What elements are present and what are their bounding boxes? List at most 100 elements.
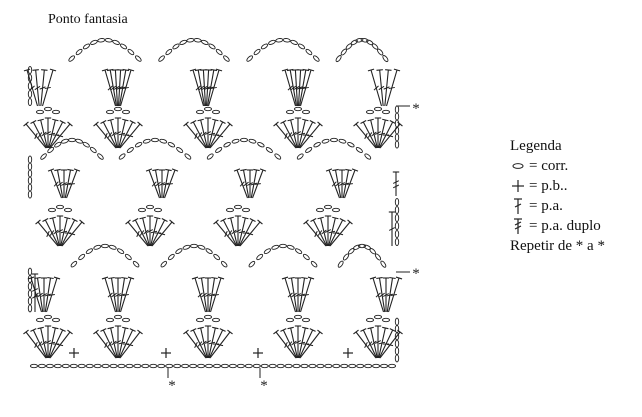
turning-chain: [394, 324, 400, 334]
stitch-top-bar: [49, 68, 57, 72]
chain-arch: [82, 43, 91, 50]
foundation-chain: [125, 363, 134, 369]
legend-item-treble-crochet: = p.a. duplo: [510, 216, 605, 236]
stitch-crossbar: [143, 229, 149, 235]
chain-arch: [90, 39, 98, 45]
fan-top-chain: [43, 106, 53, 112]
stitch-crossbar: [113, 86, 120, 90]
stitch-top-bar: [67, 121, 73, 127]
chain-arch: [182, 244, 191, 250]
stitch-top-bar: [273, 121, 279, 127]
legend-item-double-crochet: = p.a.: [510, 196, 605, 216]
chain-arch: [205, 248, 213, 255]
fan-top-chain: [35, 317, 45, 323]
fan-top-chain: [145, 204, 155, 210]
foundation-chain: [85, 363, 94, 369]
foundation-chain: [77, 363, 86, 369]
chain-arch: [176, 147, 184, 153]
stitch-top-bar: [23, 329, 29, 335]
chain-arch: [246, 55, 254, 62]
turning-chain: [27, 296, 33, 306]
stitch-crossbar: [34, 85, 41, 91]
legend-footer: Repetir de * a *: [510, 238, 605, 254]
legend-item-label: = p.a. duplo: [529, 218, 601, 234]
chain-arch: [165, 48, 173, 56]
chain-arch: [108, 244, 117, 250]
chain-arch: [193, 38, 202, 43]
stitch-crossbar: [33, 292, 39, 298]
chain-arch: [85, 248, 94, 255]
stitch-crossbar: [162, 182, 170, 186]
stitch-crossbar: [299, 86, 306, 90]
stitch-crossbar: [60, 182, 68, 186]
stitch-top-bar: [169, 219, 175, 225]
turning-chain: [394, 229, 400, 239]
stitch-crossbar: [306, 343, 314, 347]
stitch-crossbar: [324, 229, 332, 233]
chain-arch: [75, 48, 83, 56]
stitch-top-bar: [100, 328, 107, 332]
stitch-top-bar: [93, 121, 99, 127]
stitch-crossbar: [139, 230, 145, 236]
stitch-crossbar: [383, 86, 390, 90]
chain-arch: [142, 138, 151, 144]
turning-chain: [394, 339, 400, 348]
stitch-top-bar: [35, 219, 41, 225]
stitch-top-bar: [317, 329, 323, 335]
foundation-chain: [372, 363, 381, 369]
stitch-crossbar: [201, 86, 208, 90]
chain-arch: [253, 48, 261, 56]
chain-arch: [134, 55, 142, 62]
stitch-crossbar: [41, 131, 47, 137]
fan-top-chain: [195, 109, 205, 115]
stitch-top-bar: [122, 118, 129, 122]
stitch-top-bar: [389, 328, 396, 332]
stitch-crossbar: [34, 341, 38, 349]
stitch-top-bar: [325, 168, 333, 172]
stitch-top-bar: [127, 276, 135, 280]
chain-arch: [78, 253, 86, 261]
stitch-top-bar: [302, 68, 310, 72]
stitch-crossbar: [208, 341, 216, 345]
chain-arch: [208, 43, 216, 50]
stitch-top-bar: [287, 326, 294, 330]
legend-item-label: = p.a.: [529, 198, 563, 214]
stitch-top-bar: [108, 276, 115, 280]
foundation-chain: [117, 363, 126, 369]
chain-arch: [213, 253, 221, 261]
stitch-top-bar: [37, 326, 44, 330]
stitch-top-bar: [79, 219, 85, 225]
stitch-crossbar: [107, 341, 113, 347]
chain-arch: [263, 248, 272, 255]
stitch-top-bar: [309, 328, 316, 332]
stitch-top-bar: [132, 218, 139, 222]
chain-arch: [127, 48, 135, 56]
turning-chain: [27, 282, 33, 291]
stitch-top-bar: [211, 276, 218, 280]
stitch-top-bar: [369, 276, 377, 280]
stitch-top-bar: [154, 216, 161, 220]
stitch-top-bar: [219, 120, 226, 124]
fan-top-chain: [105, 109, 115, 115]
stitch-top-bar: [310, 218, 317, 222]
turning-chain: [27, 190, 33, 199]
stitch-crossbar: [294, 131, 302, 135]
stitch-crossbar: [204, 131, 212, 135]
plus-single-crochet-icon: [510, 176, 526, 196]
stitch-top-bar: [183, 329, 189, 335]
stitch-top-bar: [30, 328, 37, 332]
stitch-top-bar: [257, 219, 263, 225]
stitch-crossbar: [298, 132, 306, 136]
stitch-top-bar: [125, 219, 131, 225]
foundation-chain: [189, 363, 198, 369]
chain-arch: [312, 55, 320, 62]
stitch-crossbar: [216, 343, 224, 347]
stitch-top-bar: [332, 216, 339, 220]
stitch-crossbar: [364, 341, 368, 349]
turning-chain: [27, 267, 33, 276]
foundation-chain: [29, 363, 39, 369]
chain-arch: [310, 260, 318, 268]
stitch-crossbar: [39, 86, 46, 90]
fan-top-chain: [323, 204, 333, 210]
chain-arch: [347, 247, 355, 255]
